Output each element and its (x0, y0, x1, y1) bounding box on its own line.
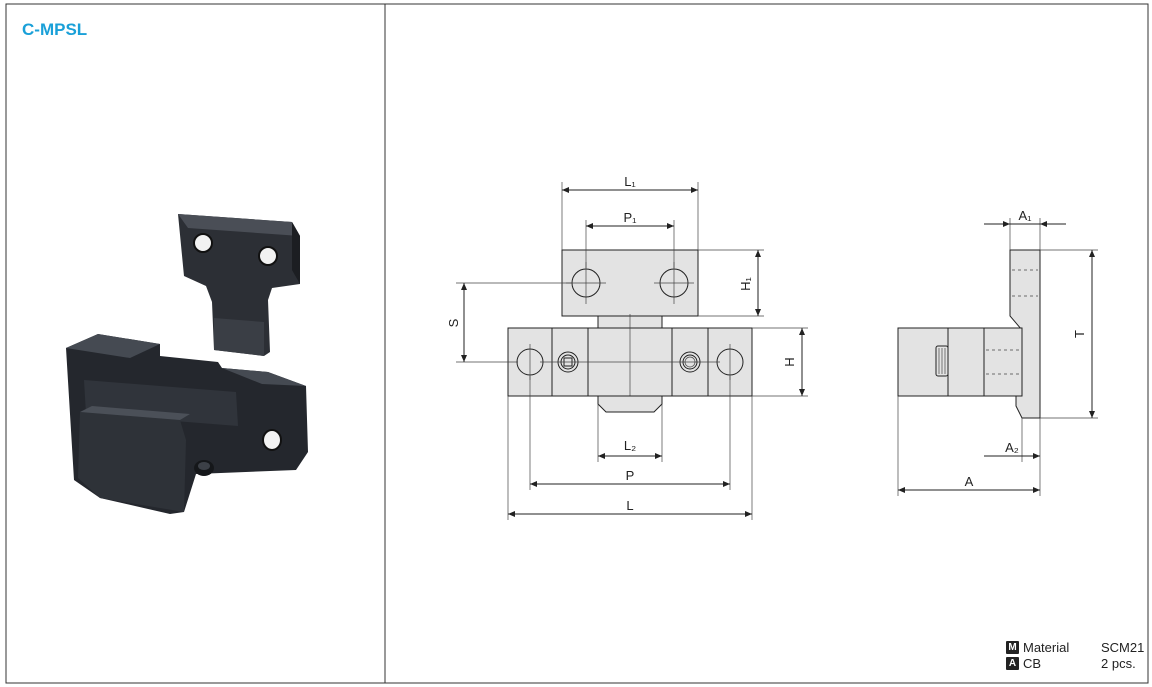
dim-L: L (626, 498, 633, 513)
dim-A1: A₁ (1018, 208, 1032, 223)
product-code-title: C-MPSL (22, 20, 88, 39)
side-main-body (897, 327, 1023, 397)
photo-upper-plate (178, 214, 300, 356)
dim-L1: L₁ (624, 174, 636, 189)
front-view: L₁ P₁ H₁ S H L₂ P (446, 174, 808, 520)
photo-lower-body (66, 334, 308, 514)
spec-row-material: M Material SCM21 (1006, 640, 1144, 655)
side-plate (1009, 249, 1041, 419)
spec-label: CB (1023, 656, 1042, 671)
dim-T: T (1072, 330, 1087, 338)
spec-value: SCM21 (1101, 640, 1145, 655)
spec-value: 2 pcs. (1101, 656, 1136, 671)
dim-H: H (782, 357, 797, 366)
spec-label: Material (1023, 640, 1070, 655)
dim-P: P (626, 468, 635, 483)
sheet-border (5, 3, 1149, 684)
spec-row-cb: A CB 2 pcs. (1006, 656, 1136, 671)
dim-A2: A₂ (1005, 440, 1019, 455)
material-badge: M (1006, 641, 1019, 654)
dim-A: A (965, 474, 974, 489)
side-view: A₁ T A₂ A (897, 208, 1098, 496)
dim-P1: P₁ (623, 210, 637, 225)
dim-L2: L₂ (624, 438, 636, 453)
dim-S: S (446, 318, 461, 327)
accessory-badge: A (1006, 657, 1019, 670)
product-photo (66, 214, 308, 514)
dim-H1: H₁ (738, 277, 753, 291)
